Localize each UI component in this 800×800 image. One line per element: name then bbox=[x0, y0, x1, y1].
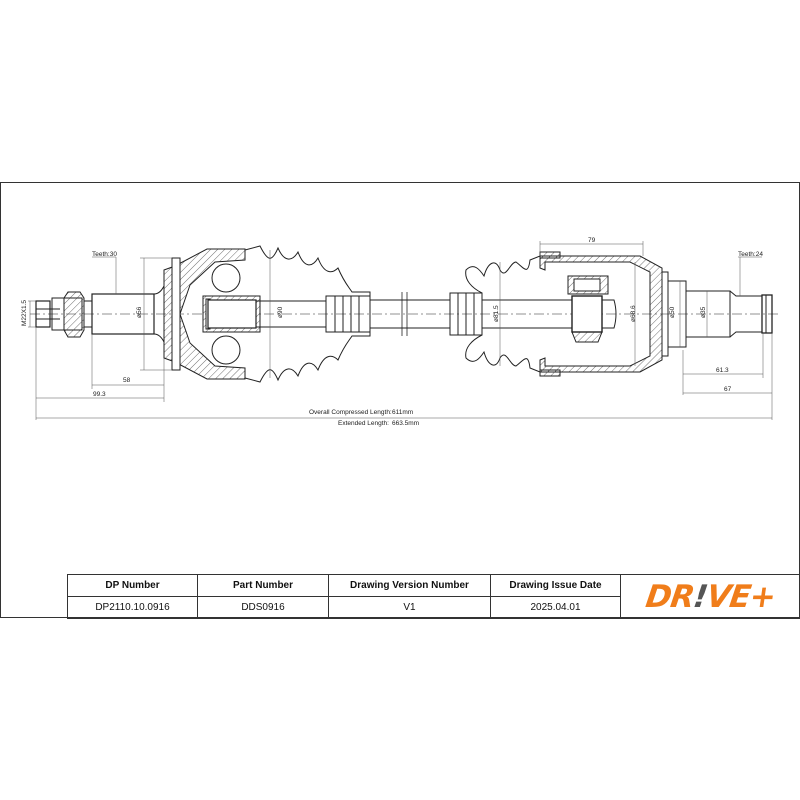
header-issue-date: Drawing Issue Date bbox=[490, 574, 621, 597]
teeth-24-label: Teeth:24 bbox=[738, 251, 763, 258]
dim-67-label: 67 bbox=[724, 386, 732, 393]
dim-61-3-label: 61.3 bbox=[716, 367, 729, 374]
title-block-value-row: DP2110.10.0916 DDS0916 V1 2025.04.01 bbox=[67, 596, 800, 619]
overall-compressed-value: 611mm bbox=[392, 409, 413, 416]
dia-90-label: ø90 bbox=[277, 306, 284, 318]
title-block-header-row: DP Number Part Number Drawing Version Nu… bbox=[67, 574, 800, 619]
dia-56-label: ø56 bbox=[136, 306, 143, 318]
value-issue-date: 2025.04.01 bbox=[490, 596, 621, 619]
teeth-30-label: Teeth:30 bbox=[92, 251, 117, 258]
dim-58-label: 58 bbox=[123, 377, 131, 384]
overall-compressed-label: Overall Compressed Length: bbox=[309, 409, 392, 416]
dim-99-3-label: 99.3 bbox=[93, 391, 106, 398]
value-drawing-version: V1 bbox=[328, 596, 491, 619]
header-drawing-version: Drawing Version Number bbox=[328, 574, 491, 597]
header-part-number: Part Number bbox=[197, 574, 329, 597]
dia-81-5-label: ø81.5 bbox=[493, 305, 500, 322]
drive-plus-logo: DR!VE+ bbox=[643, 579, 777, 615]
header-dp-number: DP Number bbox=[67, 574, 198, 597]
dia-68-6-label: ø68.6 bbox=[630, 305, 637, 322]
value-dp-number: DP2110.10.0916 bbox=[67, 596, 198, 619]
dia-35-label: ø35 bbox=[700, 306, 707, 318]
dia-50-label: ø50 bbox=[669, 306, 676, 318]
dim-79-label: 79 bbox=[588, 237, 596, 244]
brand-logo-cell: DR!VE+ bbox=[620, 574, 800, 619]
thread-label: M22X1.5 bbox=[21, 300, 28, 326]
value-part-number: DDS0916 bbox=[197, 596, 329, 619]
extended-length-value: 663.5mm bbox=[392, 420, 419, 427]
extended-length-label: Extended Length: bbox=[338, 420, 389, 427]
logo-part-dr: DR bbox=[643, 578, 696, 615]
title-block-table: DP Number Part Number Drawing Version Nu… bbox=[67, 574, 800, 619]
logo-part-ve-plus: VE+ bbox=[703, 578, 777, 615]
